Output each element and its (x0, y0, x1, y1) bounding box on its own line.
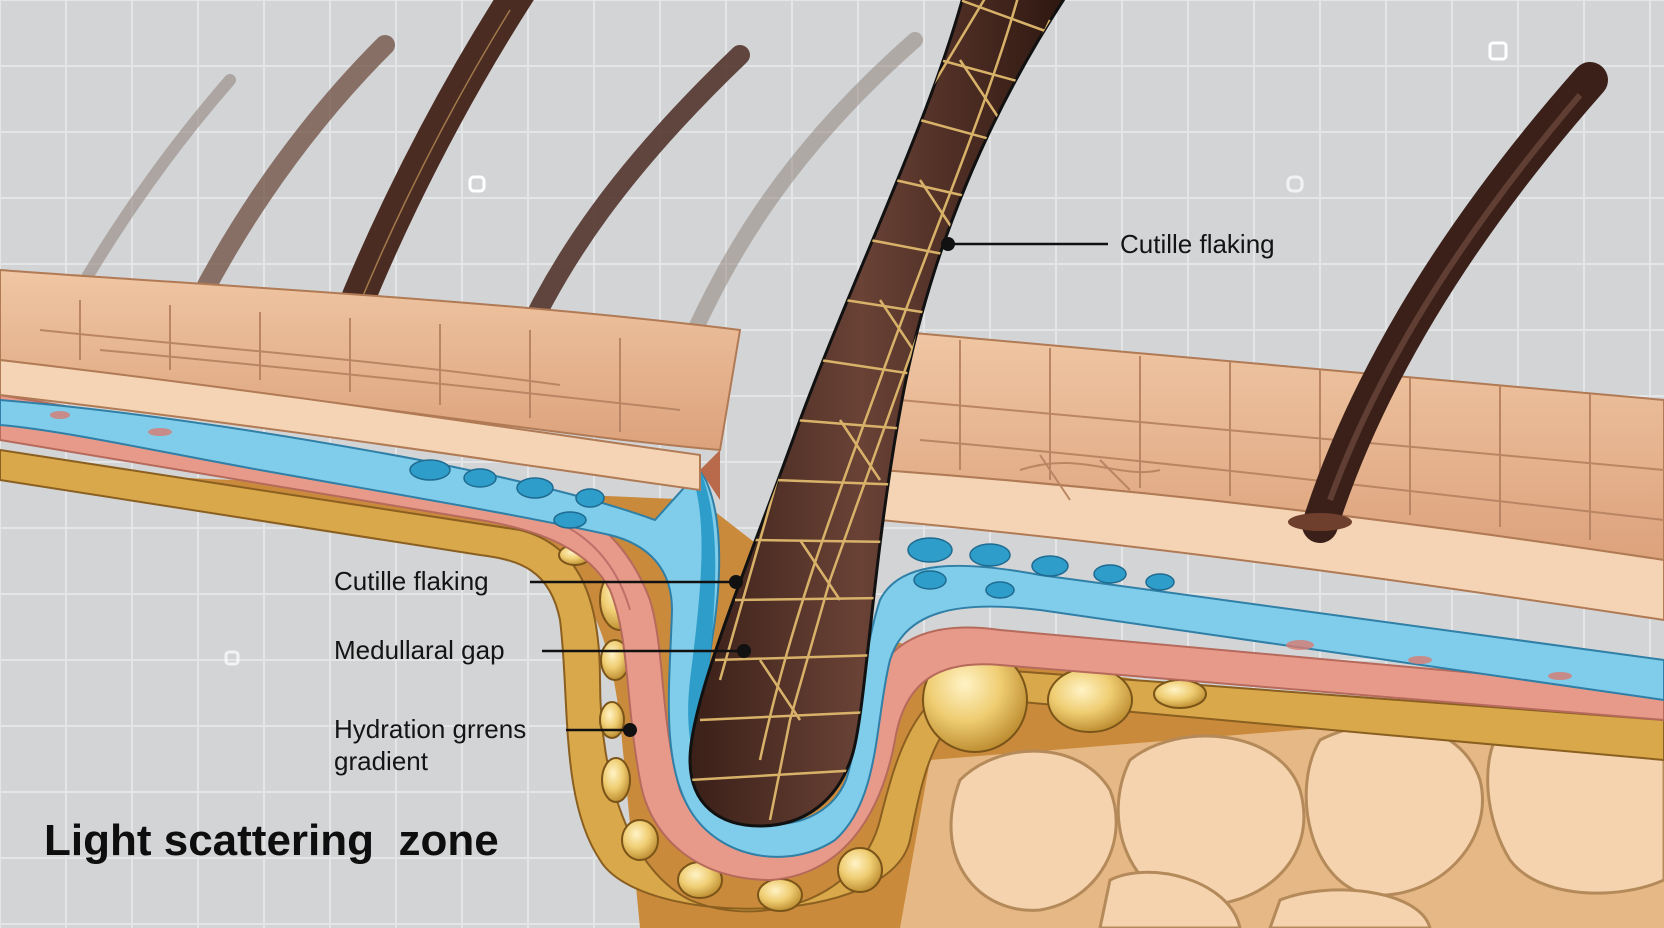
right-hair (1288, 62, 1608, 543)
label-hydration-gradient: Hydration grrens gradient (334, 713, 526, 777)
skin-cell-outlines (39, 300, 1664, 540)
label-cuticle-flaking: Cutille flaking (334, 566, 489, 596)
label-medullaral-gap: Medullaral gap (334, 635, 505, 665)
zone-title: Light scattering zone (44, 816, 499, 865)
main-hair-shaft (688, 0, 1070, 828)
hydration-cells (409, 459, 1175, 599)
callout-dots (623, 237, 955, 737)
label-hydration-line-2: gradient (334, 746, 428, 776)
callout-lines (530, 242, 1108, 732)
fat-cells (949, 718, 1664, 928)
label-hydration-line-1: Hydration grrens (334, 714, 527, 744)
label-cuticle-flaking-top: Cutille flaking (1120, 229, 1275, 259)
decorative-squares (224, 41, 1508, 666)
